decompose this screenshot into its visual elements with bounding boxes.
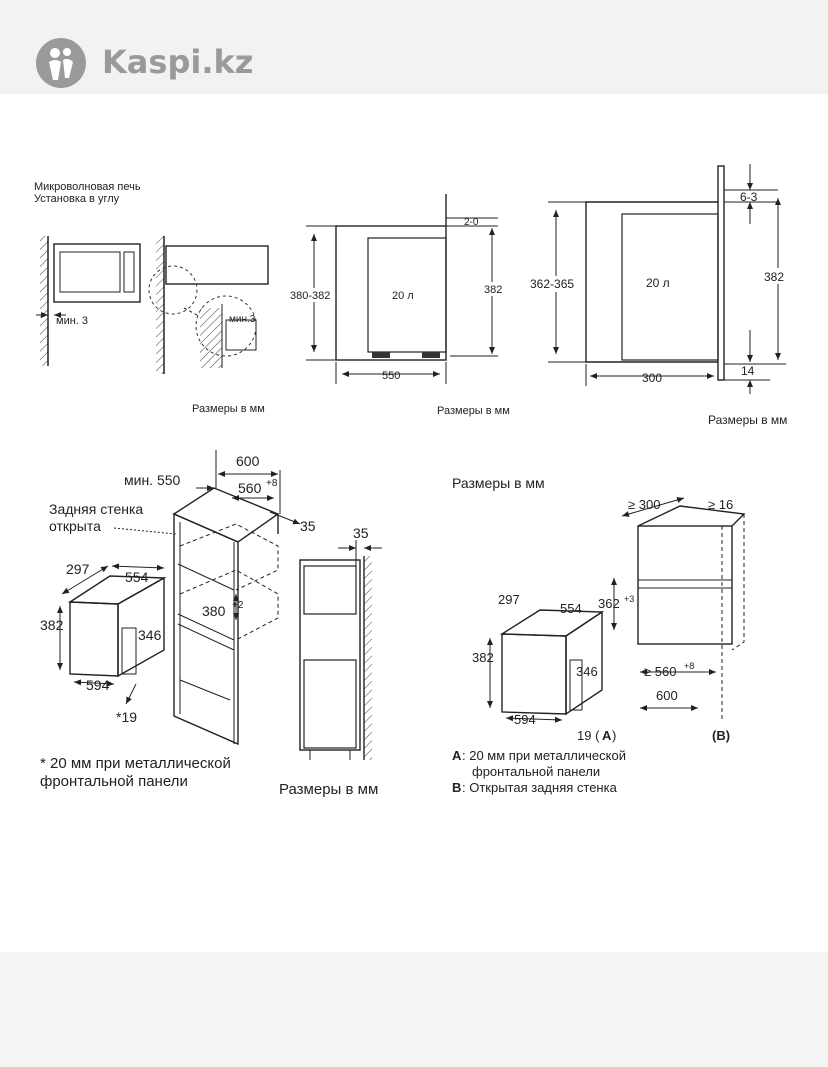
panel2-height-right: 382: [484, 284, 502, 296]
brand-name[interactable]: Kaspi.kz: [102, 43, 254, 81]
wall-hatch-left: [40, 236, 48, 366]
panel1-units: Размеры в мм: [192, 403, 265, 415]
oven-side-outline: [165, 245, 269, 285]
panel4-rear-wall-line1: Задняя стенка: [49, 501, 143, 517]
cabinet-front: [173, 512, 239, 746]
panel5-niche-height-tol: +3: [624, 594, 634, 604]
oven-body-panel3: [621, 213, 719, 361]
panel2-volume: 20 л: [392, 290, 414, 302]
panel3-width: 300: [642, 371, 662, 385]
panel4-min-depth: мин. 550: [124, 472, 181, 488]
panel2-gap: 2-0: [464, 217, 479, 228]
panel4-niche-height-tol: +2: [232, 600, 244, 611]
oven-iso-front: [69, 601, 119, 677]
panel5-niche-height: 362: [598, 596, 620, 611]
panel5-oven-depth: 297: [498, 592, 520, 607]
panel4-oven-depth: 297: [66, 561, 90, 577]
panel5-oven-height-inner: 346: [576, 664, 598, 679]
oven-body: [367, 237, 447, 353]
panel5-oven-front: [501, 633, 567, 715]
panel-niche-300: 20 л 362-365 6-3 382 14 300 Размеры в мм: [528, 164, 792, 427]
panel5-front-offset: 19 (: [577, 728, 600, 743]
panel5-units: Размеры в мм: [452, 475, 545, 491]
header-bar: Kaspi.kz: [0, 0, 828, 94]
panel3-gap: 6-3: [740, 190, 758, 204]
panel1-min-left: мин. 3: [56, 315, 88, 327]
panel4-cabinet-width: 600: [236, 453, 260, 469]
panel-niche-550: 380-382 20 л 2-0 382 550 Размеры в мм: [288, 194, 510, 417]
panel4-oven-height-inner: 346: [138, 627, 162, 643]
panel4-side-gap: 35: [353, 525, 369, 541]
panel-open-rear: Размеры в мм ≥ 300 ≥ 16 362 +3 297 554 3…: [452, 475, 746, 795]
panel3-units: Размеры в мм: [708, 413, 787, 427]
panel5-note-a-key: A: [452, 748, 462, 763]
panel4-note-line1: * 20 мм при металлической: [40, 755, 231, 772]
panel-corner-install: Микроволновая печь Установка в углу мин.…: [34, 181, 269, 415]
panel3-volume: 20 л: [646, 276, 670, 290]
panel4-niche-width-tol: +8: [266, 478, 278, 489]
panel4-rear-gap: 35: [300, 518, 316, 534]
kaspi-logo-figure: [49, 48, 73, 80]
panel1-title-line2: Установка в углу: [34, 193, 120, 205]
oven-front-outline: [53, 243, 141, 303]
panel5-niche-width-tol: +8: [684, 661, 694, 671]
panel5-note-b-line1: : Открытая задняя стенка: [462, 780, 618, 795]
panel3-height-right: 382: [764, 270, 784, 284]
panel4-front-offset: *19: [116, 709, 137, 725]
panel2-height-left: 380-382: [290, 290, 330, 302]
footer-bar: [0, 952, 828, 1067]
panel5-oven-width-bottom: 594: [514, 712, 536, 727]
panel1-title-line1: Микроволновая печь: [34, 181, 141, 193]
panel4-rear-wall-line2: открыта: [49, 518, 101, 534]
panel5-note-a-line1: : 20 мм при металлической: [462, 748, 626, 763]
panel5-oven-width-top: 554: [560, 601, 582, 616]
panel5-cabinet-width: 600: [656, 688, 678, 703]
panel4-oven-width-top: 554: [125, 569, 149, 585]
panel5-label-a: A: [602, 728, 612, 743]
panel4-niche-width: 560: [238, 480, 262, 496]
panel3-height-left: 362-365: [530, 277, 574, 291]
niche-outline: [335, 225, 447, 361]
front-panel: [717, 165, 725, 381]
panel4-note-line2: фронтальной панели: [40, 773, 188, 790]
panel5-label-a-close: ): [612, 728, 616, 743]
panel3-bottom: 14: [741, 364, 755, 378]
panel5-note-b-key: B: [452, 780, 461, 795]
installation-diagrams: Микроволновая печь Установка в углу мин.…: [34, 164, 792, 798]
panel2-units: Размеры в мм: [437, 405, 510, 417]
cabinet-side: [299, 559, 361, 751]
panel-tall-cabinet: 380 +2 мин. 550 600 560 +8 Задняя стенка…: [40, 450, 382, 798]
kaspi-logo-icon[interactable]: [36, 38, 86, 88]
panel4-oven-width-bottom: 594: [86, 677, 110, 693]
panel1-min-right: мин.3: [229, 314, 256, 325]
panel5-note-a-line2: фронтальной панели: [472, 764, 600, 779]
panel5-cabinet: [637, 525, 733, 645]
panel4-units: Размеры в мм: [279, 781, 378, 798]
panel2-width: 550: [382, 370, 400, 382]
panel5-min-side: ≥ 16: [708, 497, 733, 512]
panel5-label-b: (B): [712, 728, 730, 743]
panel4-niche-height: 380: [202, 603, 226, 619]
